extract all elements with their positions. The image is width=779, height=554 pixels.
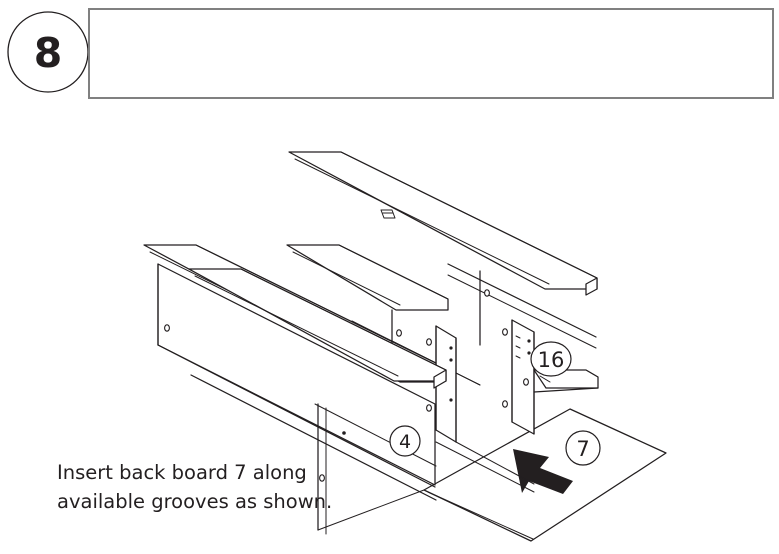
callout-7-label: 7: [576, 437, 589, 461]
low-front-box[interactable]: [317, 441, 535, 531]
low-front-box-edge-c: [455, 441, 535, 485]
middle-shelf-crease: [292, 251, 401, 306]
upper-back-rail-bottom: [447, 274, 597, 349]
dowel-hole-rear-right: [484, 289, 490, 297]
upper-back-rail[interactable]: [447, 263, 597, 349]
dowel-hole-front-divider: [319, 474, 325, 482]
front-wall-lower-edge: [190, 374, 437, 501]
instruction-line-2: available grooves as shown.: [57, 490, 332, 513]
callout-16-outline: [530, 341, 572, 377]
dowel-hole-low-shelf: [523, 378, 529, 386]
groove-mark-3: [515, 355, 521, 359]
groove-mark-2: [515, 345, 521, 349]
front-wall-bottom-edge: [157, 344, 436, 488]
right-panel-edge-strip: [511, 319, 535, 435]
front-lower-rail-crease: [194, 275, 399, 377]
front-lower-rail[interactable]: [188, 268, 447, 389]
instruction-line-1: Insert back board 7 along: [57, 461, 307, 484]
cam-fitting-top-board: [380, 209, 396, 219]
callout-4-label: 4: [399, 431, 411, 453]
callout-part-16[interactable]: 16: [530, 341, 572, 377]
cam-dot-right-panel-b: [527, 351, 531, 355]
callout-4-outline: [389, 425, 421, 457]
right-low-shelf-bottom: [533, 387, 599, 393]
dowel-hole-rear-left: [396, 329, 402, 337]
upper-back-rail-top: [447, 263, 597, 338]
instruction-text-block: Insert back board 7 along available groo…: [57, 461, 332, 513]
low-front-box-edge-a: [317, 489, 425, 531]
front-lower-rail-end: [433, 369, 447, 389]
callout-part-4[interactable]: 4: [389, 425, 421, 457]
cam-dot-left-panel: [342, 431, 346, 435]
front-divider-lower[interactable]: [317, 403, 327, 535]
cam-dot-part-4-b: [449, 358, 453, 362]
callout-part-7[interactable]: 7: [565, 430, 601, 466]
cam-dot-part-4-a: [449, 346, 453, 350]
top-long-board[interactable]: [288, 151, 598, 296]
front-lower-rail-back: [240, 268, 447, 371]
right-low-shelf-crease: [539, 375, 551, 383]
middle-shelf-back-edge: [338, 244, 449, 300]
dowel-hole-part-4-bottom: [426, 404, 432, 412]
part-4-front-divider[interactable]: [426, 325, 457, 443]
cam-fitting-body: [380, 209, 396, 219]
top-board-back-edge: [340, 151, 598, 279]
back-board-front-edge-inner: [427, 491, 534, 540]
step-note-box[interactable]: [88, 8, 774, 99]
right-side-panel-16[interactable]: [502, 319, 535, 435]
top-board-end-face: [585, 277, 598, 296]
step-header: 8: [7, 8, 774, 99]
callout-16-label: 16: [538, 348, 565, 372]
middle-shelf-face: [286, 244, 449, 311]
groove-mark-1: [515, 335, 521, 339]
dowel-hole-left-panel: [164, 324, 170, 332]
right-low-shelf-back-edge: [585, 369, 599, 378]
callout-7-outline: [565, 430, 601, 466]
cam-dot-part-4-c: [449, 398, 453, 402]
front-left-wall-panel[interactable]: [157, 344, 437, 501]
middle-shelf-board[interactable]: [286, 244, 449, 311]
front-wall-inner-line: [314, 403, 437, 467]
dowel-hole-right-panel-top: [502, 328, 508, 336]
dowel-hole-part-4-top: [426, 338, 432, 346]
inner-divider-rear-right[interactable]: [479, 270, 490, 346]
low-front-box-edge-b: [435, 441, 535, 493]
insertion-direction-arrow: [513, 449, 573, 494]
cam-dot-right-panel: [527, 339, 531, 343]
dowel-hole-right-panel-bottom: [502, 400, 508, 408]
step-number-label: 8: [34, 29, 63, 77]
arrow-glyph: [513, 449, 573, 494]
top-board-crease-a: [294, 158, 550, 285]
